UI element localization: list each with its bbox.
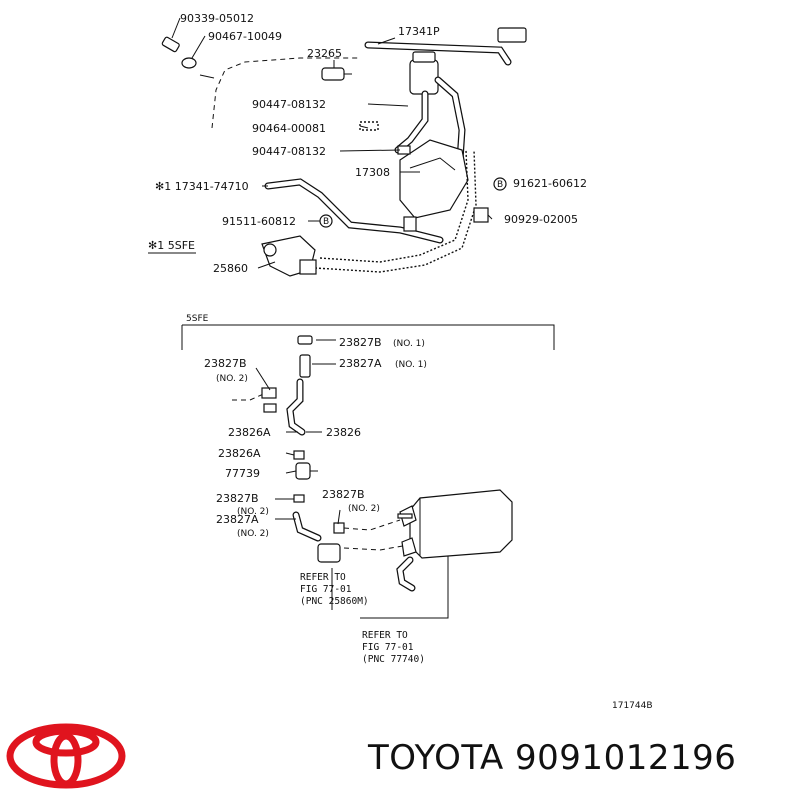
label-90929-02005: 90929-02005 bbox=[504, 213, 578, 226]
section-label-5sfe: 5SFE bbox=[186, 314, 209, 324]
bracket-90929 bbox=[473, 207, 489, 223]
clamp-part bbox=[181, 57, 197, 69]
label-no2-a: (NO. 2) bbox=[237, 507, 269, 517]
valve-77739 bbox=[295, 462, 311, 480]
upper-assembly-drawing bbox=[161, 27, 527, 277]
valve-fitting bbox=[317, 543, 341, 563]
refer1-line3: (PNC 25860M) bbox=[300, 596, 369, 607]
upper-leader-lines bbox=[148, 17, 493, 269]
lower-leader-lines bbox=[255, 339, 449, 619]
label-77739: 77739 bbox=[225, 467, 260, 480]
valve-23265 bbox=[321, 67, 345, 81]
label-no2-c: (NO. 2) bbox=[237, 529, 269, 539]
label-91511-60812: 91511-60812 bbox=[222, 215, 296, 228]
label-90447-08132-b: 90447-08132 bbox=[252, 145, 326, 158]
label-23265: 23265 bbox=[307, 47, 342, 60]
brand-part-number: TOYOTA 9091012196 bbox=[368, 738, 737, 778]
section-frame bbox=[181, 324, 555, 350]
label-91621-60612: 91621-60612 bbox=[513, 177, 587, 190]
label-90339-05012: 90339-05012 bbox=[180, 12, 254, 25]
upper-labels: 90339-05012 90467-10049 23265 17341P 904… bbox=[148, 12, 587, 275]
lower-labels: 23827B (NO. 1) 23827A (NO. 1) 23827B (NO… bbox=[204, 336, 653, 711]
refer2-line3: (PNC 77740) bbox=[362, 654, 425, 665]
connector-part bbox=[497, 27, 527, 43]
label-17308: 17308 bbox=[355, 166, 390, 179]
refer1-line1: REFER TO bbox=[300, 572, 346, 583]
label-23827a-no2: 23827A bbox=[216, 513, 259, 526]
label-17341p: 17341P bbox=[398, 25, 440, 38]
dashed-hose-left bbox=[211, 57, 360, 129]
label-90467-10049: 90467-10049 bbox=[208, 30, 282, 43]
label-25860: 25860 bbox=[213, 262, 248, 275]
clamp-90464 bbox=[359, 121, 379, 131]
refer1-line2: FIG 77-01 bbox=[300, 584, 352, 595]
label-90447-08132-a: 90447-08132 bbox=[252, 98, 326, 111]
toyota-logo-icon bbox=[6, 723, 126, 789]
refer2-line2: FIG 77-01 bbox=[362, 642, 414, 653]
label-23826a-b: 23826A bbox=[218, 447, 261, 460]
label-23827b-no1: 23827B bbox=[339, 336, 382, 349]
figure-code: 171744B bbox=[612, 701, 653, 711]
bracket-17308 bbox=[399, 139, 469, 219]
vsv-unit bbox=[409, 59, 439, 95]
label-no2-b: (NO. 2) bbox=[348, 504, 380, 514]
lower-assembly-drawing bbox=[232, 335, 513, 592]
label-5sfe-note: ✻1 5SFE bbox=[148, 239, 195, 252]
label-23826: 23826 bbox=[326, 426, 361, 439]
label-23827b-no2: 23827B bbox=[216, 492, 259, 505]
label-no2-left: (NO. 2) bbox=[216, 374, 248, 384]
label-23827b-no2-right: 23827B bbox=[322, 488, 365, 501]
label-no1-a: (NO. 1) bbox=[393, 339, 425, 349]
label-17341-74710: ✻1 17341-74710 bbox=[155, 180, 249, 193]
refer2-line1: REFER TO bbox=[362, 630, 408, 641]
clip-part bbox=[161, 36, 180, 53]
ribbed-hose bbox=[319, 149, 469, 263]
label-23827b-no2-left: 23827B bbox=[204, 357, 247, 370]
label-23827a-no1: 23827A bbox=[339, 357, 382, 370]
label-90464-00081: 90464-00081 bbox=[252, 122, 326, 135]
bolt-marker-b-2: B bbox=[323, 217, 329, 227]
charcoal-canister bbox=[409, 489, 513, 559]
label-23826a: 23826A bbox=[228, 426, 271, 439]
bolt-marker-b-1: B bbox=[497, 180, 503, 190]
label-no1-b: (NO. 1) bbox=[395, 360, 427, 370]
